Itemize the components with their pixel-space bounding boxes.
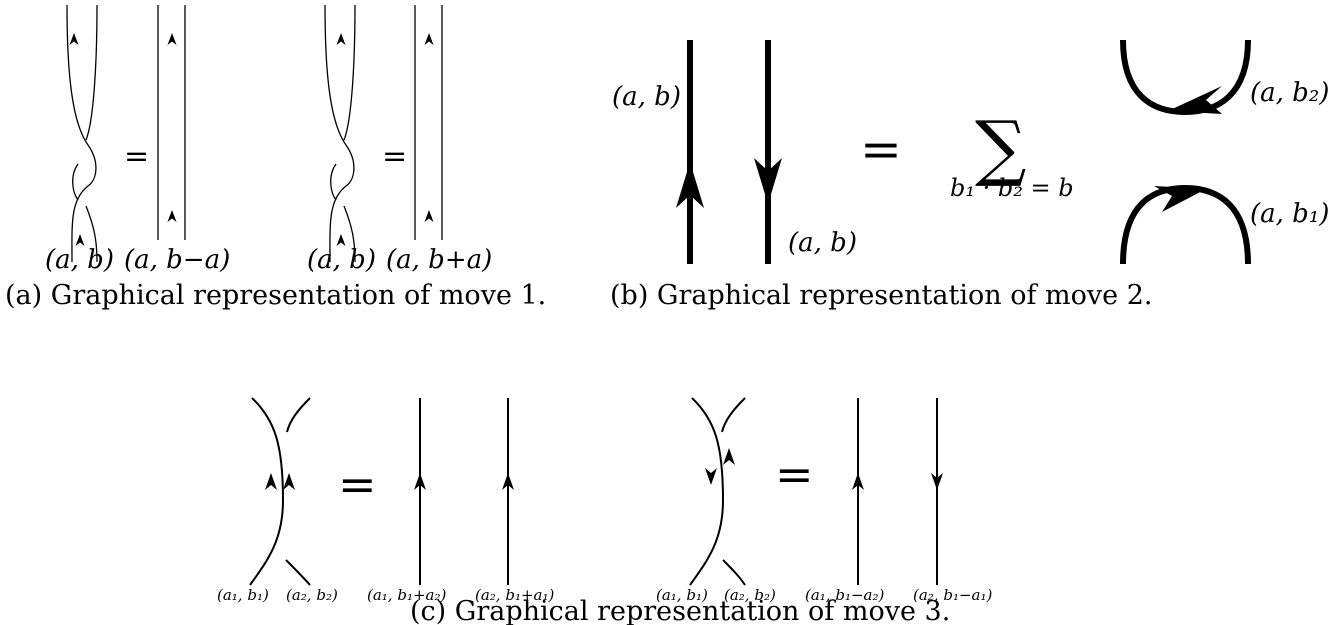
- panel-b-label-upward: (a, b): [612, 82, 681, 112]
- panel-c-crossing-1: [249, 397, 311, 586]
- panel-c-caption: (c) Graphical representation of move 3.: [410, 596, 950, 625]
- panel-c-crossing-2: [689, 397, 746, 586]
- panel-c-straight-2: [857, 398, 938, 585]
- panel-a-twisted-strands-1: [66, 4, 98, 263]
- panel-b-cup-arc: [1120, 39, 1251, 116]
- panel-c-arrowhead: [265, 473, 277, 490]
- panel-a-label-right-2: (a, b+a): [386, 245, 492, 275]
- panel-a-arrowhead: [167, 33, 177, 45]
- panel-c-eq1-result-right: (a₂, b₁+a₁): [475, 586, 554, 604]
- panel-a-straight-strands-2: [414, 5, 443, 240]
- panel-c-eq2-label-right: (a₂, b₂): [724, 586, 776, 604]
- panel-a-arrowhead: [69, 33, 79, 45]
- panel-b-label-cup: (a, b₂): [1250, 78, 1329, 108]
- panel-a-arrowhead: [424, 33, 434, 45]
- panel-c-eq1-result-left: (a₁, b₁+a₂): [367, 586, 446, 604]
- panel-c-eq1-label-left: (a₁, b₁): [217, 586, 269, 604]
- panel-c-arrowhead: [723, 448, 735, 465]
- panel-a-arrowhead: [424, 210, 434, 222]
- panel-b-cap-arrowhead: [1154, 186, 1206, 212]
- panel-a-label-left-1: (a, b): [45, 245, 114, 275]
- panel-a-straight-strands-1: [157, 5, 186, 240]
- panel-a-label-left-2: (a, b): [307, 245, 376, 275]
- panel-b: [687, 39, 1251, 265]
- panel-c-arrowhead: [283, 473, 295, 490]
- panel-a-arrowhead: [336, 33, 346, 45]
- panel-b-sum-condition: b₁ · b₂ = b: [950, 174, 1074, 202]
- panel-c-eq2-result-right: (a₂, b₁−a₁): [913, 586, 992, 604]
- panel-b-label-downward: (a, b): [788, 228, 857, 258]
- panel-c-straight-1: [419, 398, 509, 585]
- panel-b-label-cap: (a, b₁): [1250, 199, 1329, 229]
- panel-c: [249, 397, 943, 586]
- panel-c-equals-1: =: [338, 457, 377, 511]
- panel-a: [66, 4, 443, 263]
- panel-a-equals-2: =: [382, 139, 407, 174]
- panel-b-equals: =: [860, 120, 902, 178]
- panel-c-eq2-result-left: (a₁, b₁−a₂): [805, 586, 884, 604]
- panel-a-twisted-strands-2: [324, 4, 356, 263]
- panel-a-label-right-1: (a, b−a): [124, 245, 230, 275]
- panel-b-caption: (b) Graphical representation of move 2.: [610, 280, 1152, 311]
- panel-c-eq1-label-right: (a₂, b₂): [286, 586, 338, 604]
- panel-a-equals-1: =: [124, 139, 149, 174]
- panel-c-arrowhead: [705, 468, 717, 485]
- panel-a-arrowhead: [167, 210, 177, 222]
- panel-c-equals-2: =: [775, 447, 814, 501]
- panel-b-cup-arrowhead: [1168, 86, 1222, 114]
- panel-a-caption: (a) Graphical representation of move 1.: [5, 280, 546, 311]
- panel-b-sum-symbol: ∑: [975, 105, 1026, 189]
- panel-c-eq2-label-left: (a₁, b₁): [656, 586, 708, 604]
